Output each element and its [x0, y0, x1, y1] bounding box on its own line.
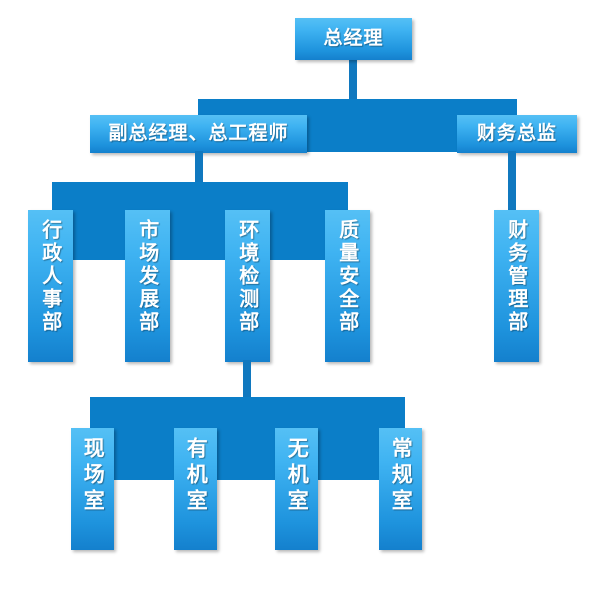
- node-department-quality-safety[interactable]: 质量安全部: [325, 210, 370, 362]
- node-department-administration-hr-label: 行政人事部: [38, 219, 63, 334]
- node-department-market-development[interactable]: 市场发展部: [125, 210, 170, 362]
- node-department-quality-safety-label: 质量安全部: [335, 219, 360, 334]
- node-lab-inorganic[interactable]: 无机室: [275, 428, 318, 550]
- node-department-environmental-testing-label: 环境检测部: [235, 219, 260, 334]
- connector-labs-bar: [90, 397, 405, 480]
- node-general-manager-label: 总经理: [323, 27, 384, 50]
- node-department-finance-management[interactable]: 财务管理部: [494, 210, 539, 362]
- node-lab-field[interactable]: 现场室: [71, 428, 114, 550]
- node-department-finance-management-label: 财务管理部: [504, 219, 529, 334]
- node-lab-field-label: 现场室: [81, 437, 106, 515]
- node-lab-inorganic-label: 无机室: [285, 437, 310, 515]
- node-department-market-development-label: 市场发展部: [135, 219, 160, 334]
- connector-deputy-to-depts-stem: [195, 151, 203, 185]
- connector-finance-director-to-dept-stem: [508, 151, 516, 213]
- node-department-environmental-testing[interactable]: 环境检测部: [225, 210, 270, 362]
- node-finance-director[interactable]: 财务总监: [457, 115, 577, 153]
- node-lab-routine[interactable]: 常规室: [379, 428, 422, 550]
- connector-environmental-testing-to-labs-stem: [243, 360, 251, 400]
- node-general-manager[interactable]: 总经理: [295, 18, 412, 60]
- node-deputy-gm-chief-engineer-label: 副总经理、总工程师: [108, 122, 289, 145]
- node-lab-organic-label: 有机室: [184, 437, 209, 515]
- node-lab-organic[interactable]: 有机室: [174, 428, 217, 550]
- node-finance-director-label: 财务总监: [476, 122, 557, 145]
- node-deputy-gm-chief-engineer[interactable]: 副总经理、总工程师: [90, 115, 307, 153]
- connector-gm-to-level2-stem: [349, 58, 357, 102]
- connector-departments-bar: [52, 182, 348, 260]
- node-lab-routine-label: 常规室: [389, 437, 414, 515]
- node-department-administration-hr[interactable]: 行政人事部: [28, 210, 73, 362]
